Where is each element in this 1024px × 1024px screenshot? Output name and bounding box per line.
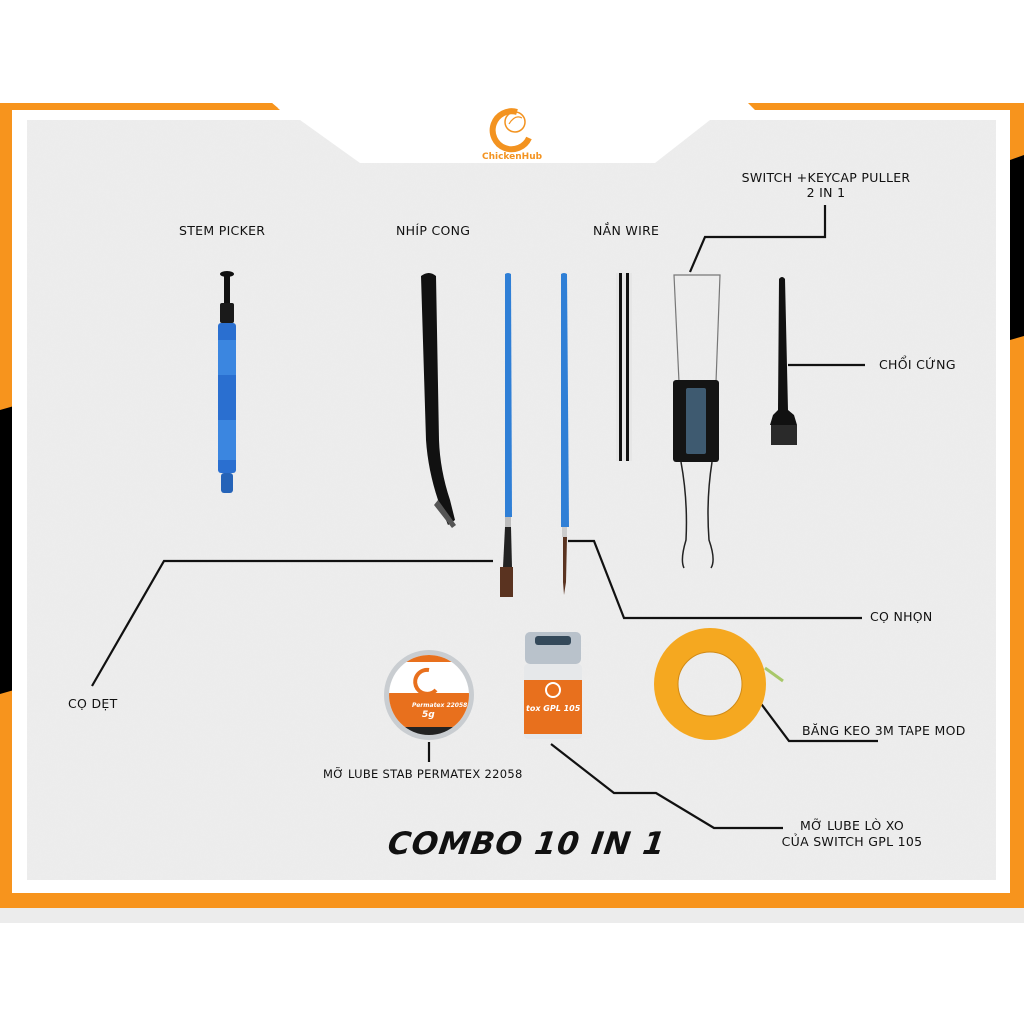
label-bang-keo: BĂNG KEO 3M TAPE MOD (802, 723, 966, 738)
label-puller-line1: SWITCH +KEYCAP PULLER (741, 170, 911, 185)
brand-name: ChickenHub (482, 152, 543, 162)
lube-jar-image (524, 632, 582, 739)
jar-product-name: tox GPL 105 (526, 704, 581, 713)
label-stem-picker: STEM PICKER (179, 223, 266, 238)
wire-bender-image (616, 273, 632, 461)
label-mo-lube-lo-xo-line2: CỦA SWITCH GPL 105 (781, 834, 923, 849)
label-co-det: CỌ DẸT (68, 696, 118, 711)
label-nhip-cong: NHÍP CONG (396, 223, 471, 238)
label-mo-lube-stab: MỠ LUBE STAB PERMATEX 22058 (323, 767, 523, 781)
switch-keycap-puller-image (673, 274, 721, 569)
tin-weight: 5g (422, 710, 435, 720)
tin-product-name: Permatex 22058 (412, 702, 468, 709)
label-mo-lube-lo-xo-line1: MỠ LUBE LÒ XO (800, 818, 904, 833)
stem-picker-image (218, 271, 236, 493)
flat-brush-image (500, 273, 513, 597)
pointed-brush-image (561, 273, 569, 595)
lube-tin-image (384, 650, 474, 740)
stiff-brush-image (770, 277, 797, 445)
label-co-nhon: CỌ NHỌN (870, 609, 933, 624)
tape-roll-image (654, 628, 784, 740)
label-nan-wire: NẮN WIRE (593, 223, 660, 238)
tweezers-image (421, 273, 456, 528)
combo-title: COMBO 10 IN 1 (385, 826, 669, 862)
label-choi-cung: CHỔI CỨNG (879, 357, 956, 372)
label-puller-line2: 2 IN 1 (806, 185, 846, 200)
brand-logo-icon (489, 108, 532, 153)
